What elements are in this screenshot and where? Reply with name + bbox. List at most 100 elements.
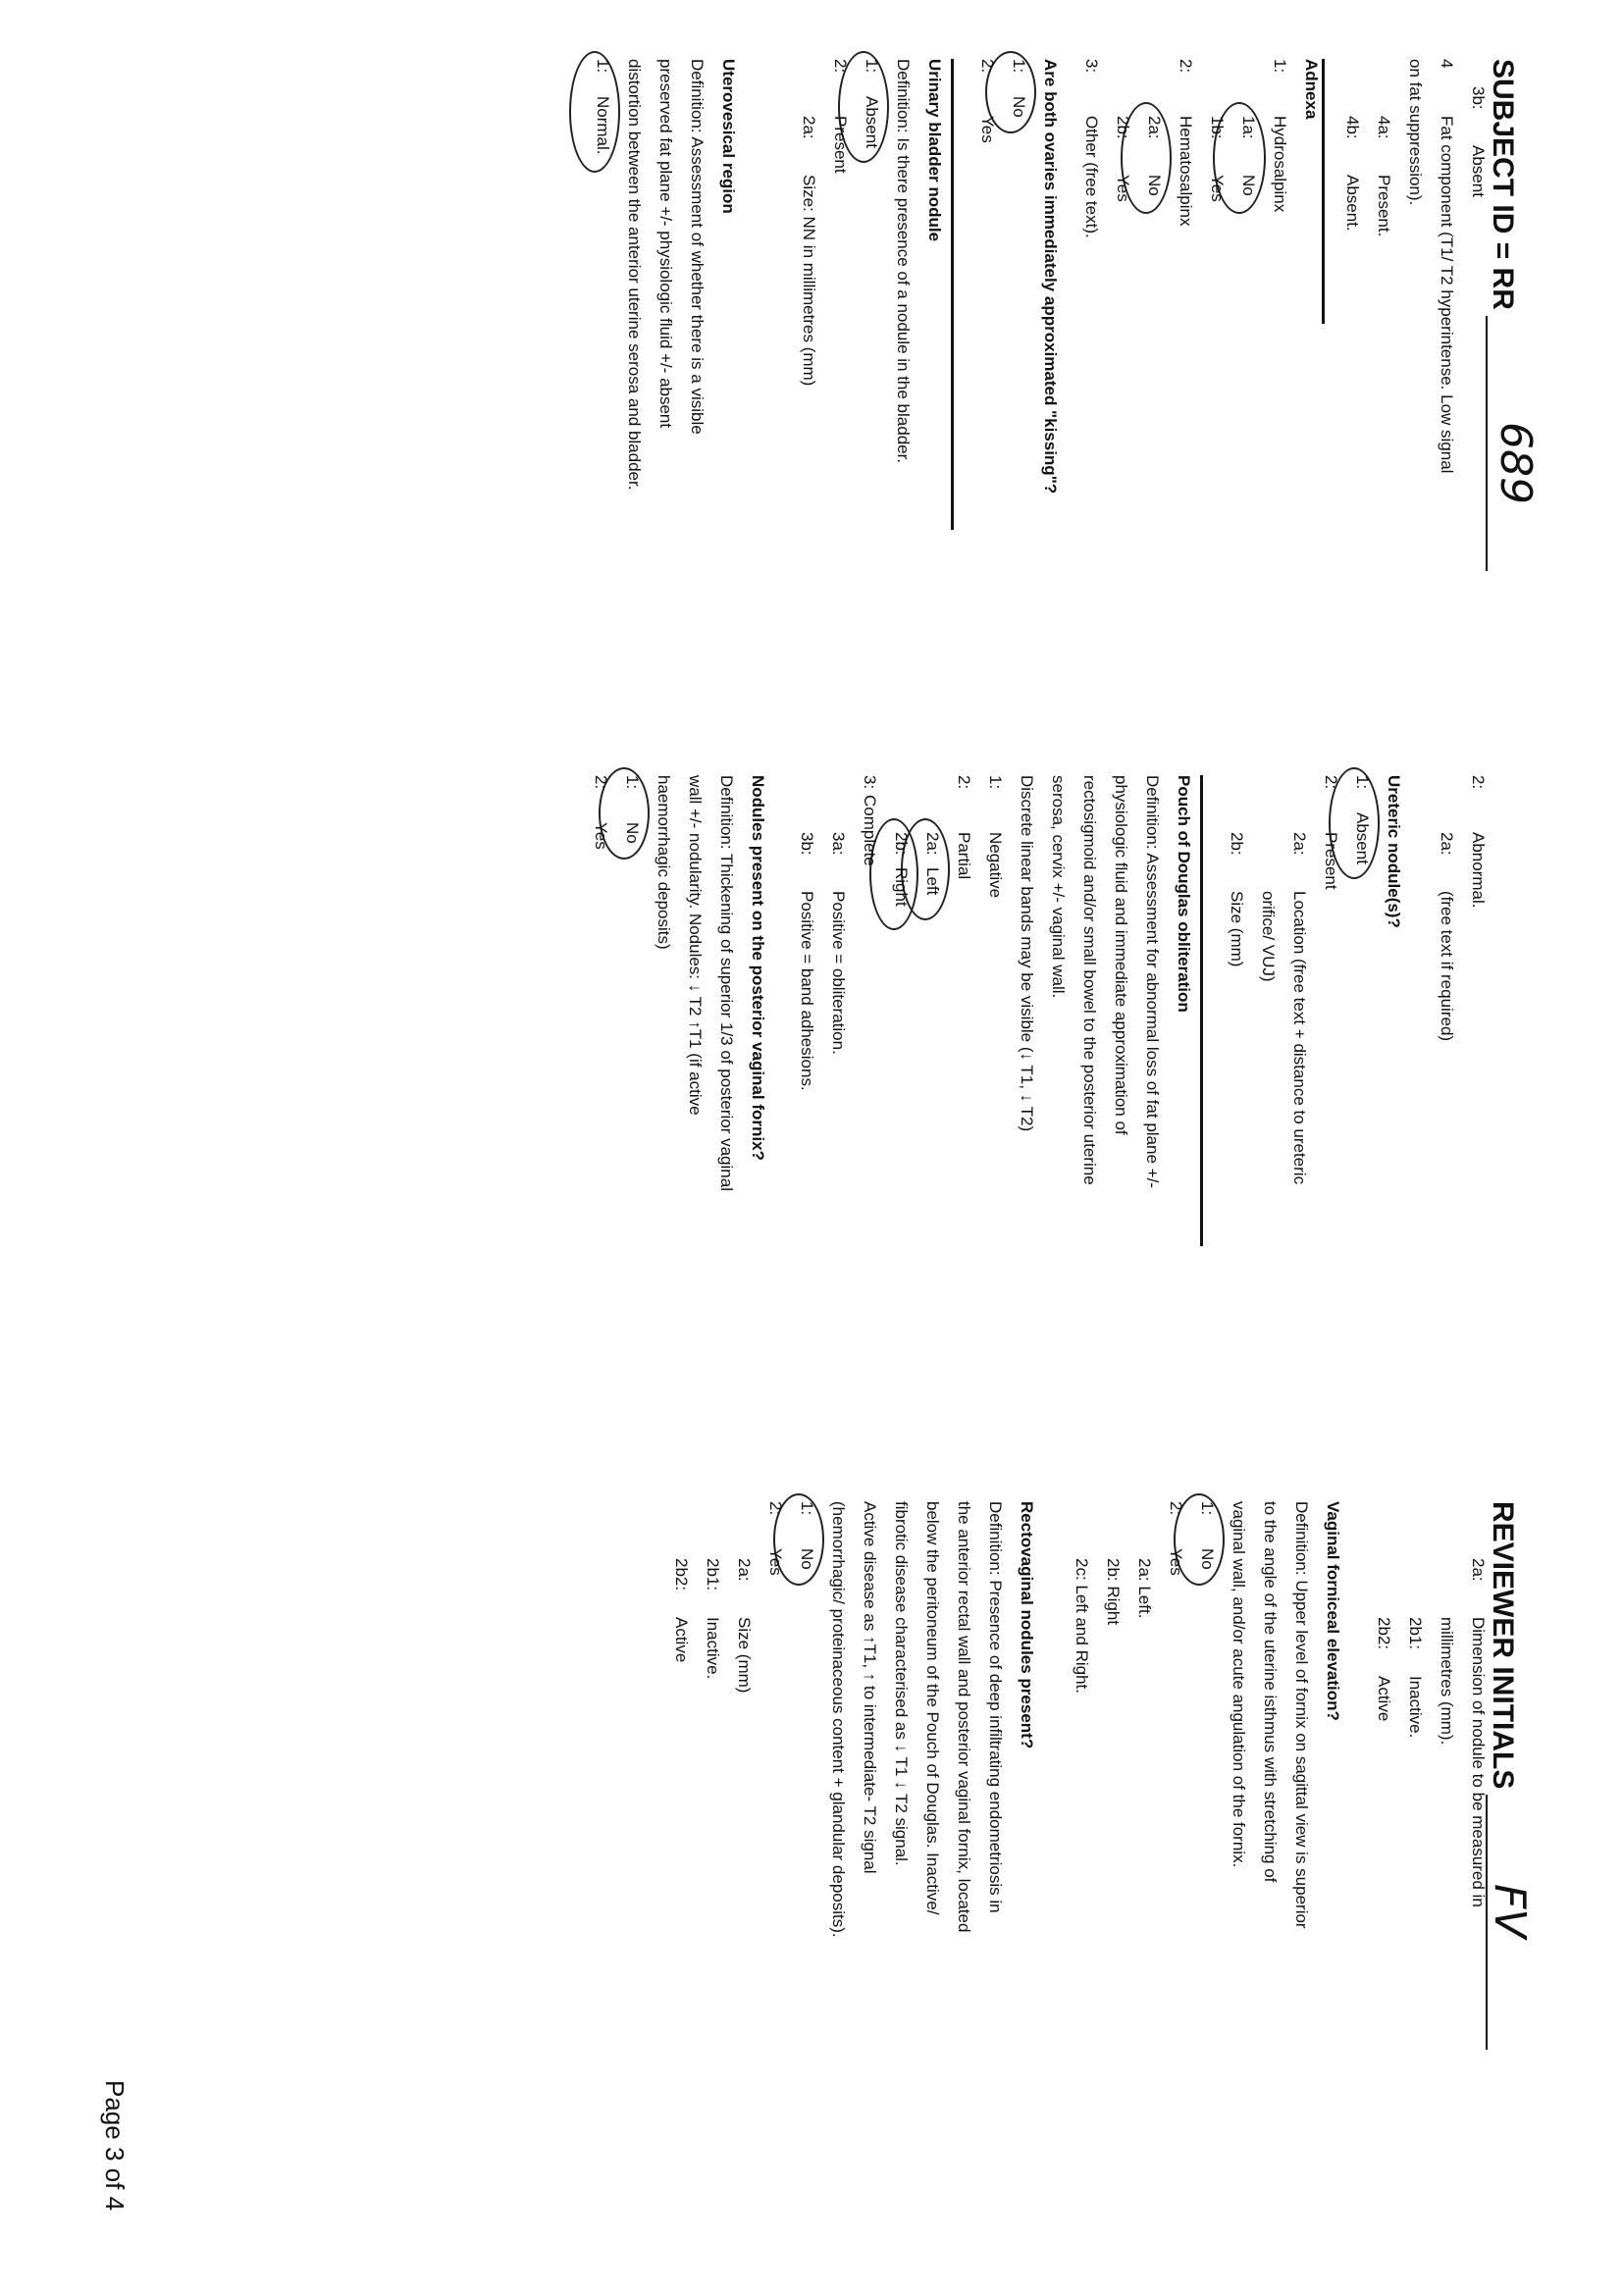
definition-text: vaginal wall, and/or acute angulation of… bbox=[1230, 1501, 1248, 1868]
option-text: Positive = obliteration. bbox=[829, 891, 848, 1055]
option-text: Present. bbox=[1375, 175, 1393, 237]
option-text: Negative bbox=[986, 832, 1005, 899]
option-text: Present bbox=[1322, 832, 1340, 890]
option-code: 1: bbox=[863, 59, 881, 74]
option-text: No bbox=[1145, 175, 1164, 196]
option-code: 2b2: bbox=[672, 1558, 691, 1592]
option-text: 2a: Left. bbox=[1135, 1558, 1154, 1619]
reviewer-initials-handwritten: FV bbox=[1485, 1884, 1535, 1939]
definition-text: distortion between the anterior uterine … bbox=[625, 59, 644, 491]
option-code: 1: bbox=[1353, 775, 1372, 790]
option-code: 3b: bbox=[1469, 86, 1488, 110]
question-vaginal-forniceal-elevation: Vaginal forniceal elevation? bbox=[1324, 1501, 1342, 1721]
option-code: 2a: bbox=[923, 832, 942, 856]
option-text: Hematosalpinx bbox=[1177, 116, 1195, 227]
option-code: 2a: bbox=[1469, 1558, 1488, 1582]
option-text: Right bbox=[892, 867, 911, 907]
option-code: 2b1: bbox=[1406, 1617, 1425, 1650]
option-text: Absent bbox=[1353, 812, 1372, 864]
definition-text: Discrete linear bands may be visible (↓ … bbox=[1018, 775, 1036, 1132]
option-text: Left bbox=[923, 867, 942, 896]
option-code: 3: bbox=[1082, 59, 1101, 74]
reviewer-initials-label: REVIEWER INITIALS bbox=[1487, 1501, 1519, 1790]
option-code: 2a: bbox=[1145, 116, 1164, 139]
definition-text: Definition: Thickening of superior 1/3 o… bbox=[717, 775, 736, 1191]
option-text: (free text if required) bbox=[1438, 891, 1456, 1042]
option-text: Yes bbox=[766, 1548, 785, 1576]
option-code: 2: bbox=[1322, 775, 1340, 790]
definition-text: to the angle of the uterine isthmus with… bbox=[1261, 1501, 1280, 1883]
option-code: 1: bbox=[1198, 1501, 1217, 1516]
option-text: Absent bbox=[863, 96, 881, 148]
section-divider bbox=[1322, 59, 1325, 324]
option-text: Size (mm) bbox=[1228, 891, 1246, 967]
option-text: Present bbox=[831, 116, 850, 174]
definition-text: wall +/- nodularity. Nodules: ↓ T2 ↑T1 (… bbox=[686, 775, 705, 1116]
option-text: Dimension of nodule to be measured in bbox=[1469, 1617, 1488, 1907]
definition-text: Definition: Upper level of fornix on sag… bbox=[1292, 1501, 1311, 1929]
definition-text: Definition: Assessment for abnormal loss… bbox=[1143, 775, 1162, 1188]
definition-text: below the peritoneum of the Pouch of Dou… bbox=[923, 1501, 942, 1915]
option-text: No bbox=[1198, 1548, 1217, 1570]
option-code: 2: bbox=[1469, 775, 1488, 790]
section-title-adnexa: Adnexa bbox=[1302, 59, 1321, 120]
option-code: 2: bbox=[766, 1501, 785, 1516]
option-code: 2a: bbox=[1290, 832, 1309, 856]
option-text: No bbox=[1239, 175, 1258, 196]
option-text: Size (mm) bbox=[735, 1617, 754, 1694]
definition-text: haemorrhagic deposits) bbox=[654, 775, 673, 950]
option-text: orifice/ VUJ) bbox=[1259, 891, 1278, 982]
item-text: Fat component (T1/ T2 hyperintense. Low … bbox=[1438, 116, 1456, 474]
option-code: 4b: bbox=[1343, 116, 1362, 139]
option-code: 4a: bbox=[1375, 116, 1393, 139]
option-code: 2b: bbox=[1114, 116, 1132, 139]
item-text: on fat suppression). bbox=[1406, 59, 1425, 206]
option-text: No bbox=[1010, 96, 1028, 118]
option-code: 1: bbox=[986, 775, 1005, 790]
definition-text: preserved fat plane +/- physiologic flui… bbox=[656, 59, 675, 429]
option-code: 3b: bbox=[798, 832, 816, 856]
item-number: 4 bbox=[1438, 59, 1456, 69]
page-number: Page 3 of 4 bbox=[100, 2080, 130, 2211]
rotated-form-sheet: SUBJECT ID = RR 689 REVIEWER INITIALS FV… bbox=[71, 51, 1541, 2257]
option-code: 3: bbox=[861, 775, 879, 790]
option-code: 2b: bbox=[1228, 832, 1246, 856]
option-text: Abnormal. bbox=[1469, 832, 1488, 909]
option-text: Inactive. bbox=[1406, 1676, 1425, 1739]
option-code: 2a: bbox=[800, 116, 818, 139]
option-code: 2: bbox=[1167, 1501, 1185, 1516]
option-code: 2a: bbox=[735, 1558, 754, 1582]
option-code: 2b: bbox=[892, 832, 911, 856]
question-posterior-vaginal-fornix: Nodules present on the posterior vaginal… bbox=[749, 775, 767, 1161]
definition-text: Active disease as ↑T1, ↑ to intermediate… bbox=[861, 1501, 879, 1874]
section-title-pouch-of-douglas: Pouch of Douglas obliteration bbox=[1175, 775, 1193, 1013]
definition-text: Definition: Assessment of whether there … bbox=[688, 59, 707, 435]
definition-text: Definition: Is there presence of a nodul… bbox=[894, 59, 913, 464]
definition-text: fibrotic disease characterised as ↓ T1 ↓… bbox=[892, 1501, 911, 1866]
option-text: Active bbox=[672, 1617, 691, 1663]
option-code: 2b2: bbox=[1375, 1617, 1393, 1650]
option-text: Inactive. bbox=[704, 1617, 722, 1680]
option-code: 2a: bbox=[1438, 832, 1456, 856]
option-code: 2: bbox=[831, 59, 850, 74]
option-code: 3a: bbox=[829, 832, 848, 856]
option-text: No bbox=[798, 1548, 816, 1570]
option-text: Yes bbox=[1167, 1548, 1185, 1576]
option-text: Complete bbox=[861, 795, 879, 866]
option-code: 2b1: bbox=[704, 1558, 722, 1592]
option-text: Absent. bbox=[1343, 175, 1362, 232]
option-code: 2: bbox=[955, 775, 973, 790]
option-code: 1: bbox=[1271, 59, 1289, 74]
option-code: 1b: bbox=[1208, 116, 1227, 139]
option-code: 2: bbox=[978, 59, 997, 74]
option-text: 2c: Left and Right. bbox=[1073, 1558, 1091, 1694]
option-text: Hydrosalpinx bbox=[1271, 116, 1289, 213]
option-text: 2b: Right bbox=[1104, 1558, 1123, 1626]
option-text: millimetres (mm). bbox=[1438, 1617, 1456, 1746]
option-text: Size: NN in millimetres (mm) bbox=[800, 175, 818, 387]
option-code: 2: bbox=[1177, 59, 1195, 74]
option-text: Positive = band adhesions. bbox=[798, 891, 816, 1091]
definition-text: (hemorrhagic/ proteinaceous content + gl… bbox=[829, 1501, 848, 1938]
option-text: Yes bbox=[1208, 175, 1227, 202]
